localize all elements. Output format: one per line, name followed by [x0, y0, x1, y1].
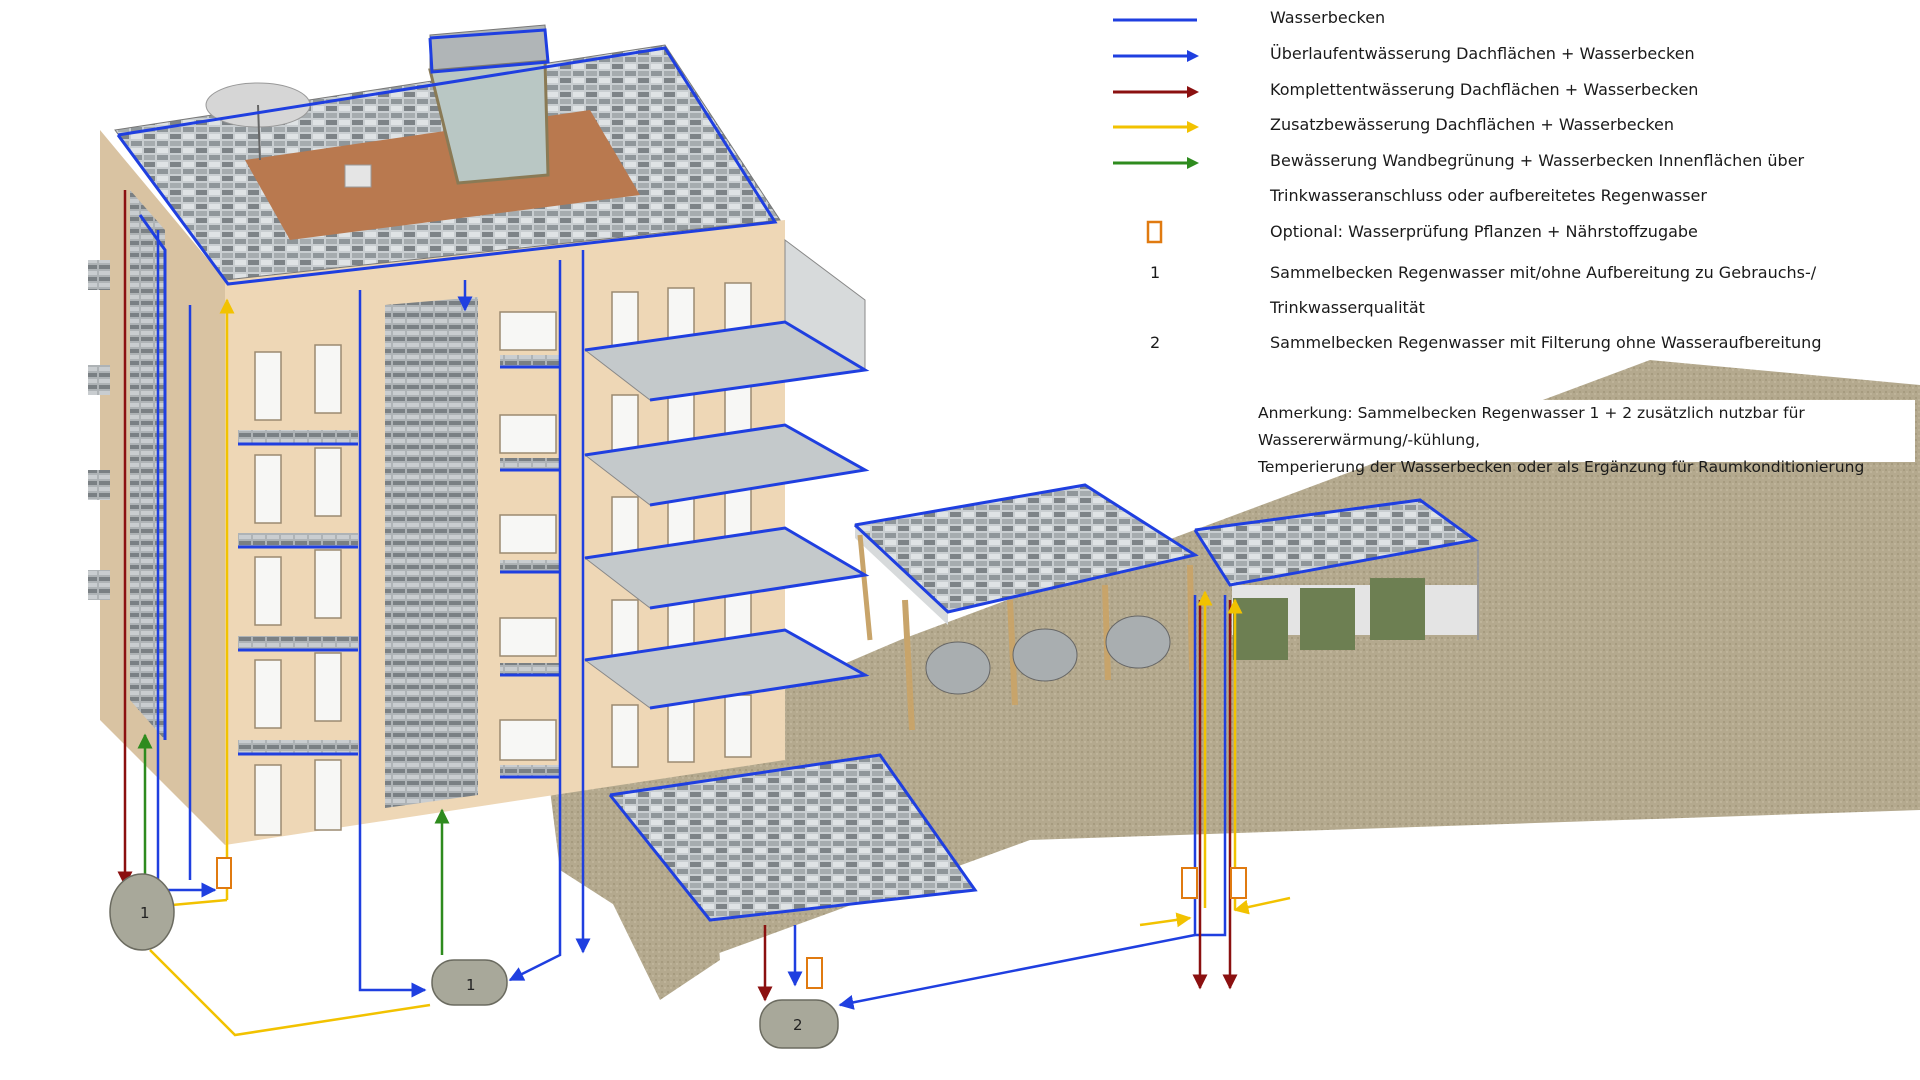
blue-line-icon — [1113, 18, 1197, 22]
supply-pipes — [149, 298, 1291, 1037]
legend-label: Komplettentwässerung Dachflächen + Wasse… — [1270, 80, 1699, 99]
note-line-1: Anmerkung: Sammelbecken Regenwasser 1 + … — [1258, 404, 1805, 449]
legend-label: Sammelbecken Regenwasser mit Filterung o… — [1270, 333, 1822, 352]
left-wall-planters — [130, 190, 165, 740]
note-box: Anmerkung: Sammelbecken Regenwasser 1 + … — [1240, 400, 1915, 476]
tank-1-center: 1 — [431, 959, 508, 1006]
legend-row-optional: Optional: Wasserprüfung Pflanzen + Nährs… — [1146, 220, 1698, 244]
legend-row-green: Bewässerung Wandbegrünung + Wasserbecken… — [1113, 151, 1805, 170]
green-arrow-icon — [1113, 157, 1199, 169]
legend-row-tank-1: 1 Sammelbecken Regenwasser mit/ohne Aufb… — [1150, 263, 1817, 282]
legend-label: Überlaufentwässerung Dachflächen + Wasse… — [1270, 44, 1695, 63]
tank-2-label: 2 — [793, 1016, 803, 1034]
legend-row-overflow: Überlaufentwässerung Dachflächen + Wasse… — [1113, 44, 1695, 63]
windows-middle — [499, 311, 557, 761]
complete-drain-pipes — [117, 190, 1238, 1002]
optional-check-boxes — [216, 857, 1247, 989]
green-irrigation-pipes — [137, 733, 450, 955]
legend-label: Trinkwasserqualität — [1270, 298, 1425, 317]
tank-1-left: 1 — [109, 873, 175, 951]
legend-row-green-cont: Trinkwasseranschluss oder aufbereitetes … — [1270, 186, 1707, 205]
legend-label: Wasserbecken — [1270, 8, 1386, 27]
red-arrow-icon — [1113, 86, 1199, 98]
legend-row-basin: Wasserbecken — [1113, 8, 1386, 27]
legend-label: Zusatzbewässerung Dachflächen + Wasserbe… — [1270, 115, 1675, 134]
legend-label: Bewässerung Wandbegrünung + Wasserbecken… — [1270, 151, 1805, 170]
legend-label: Optional: Wasserprüfung Pflanzen + Nährs… — [1270, 222, 1698, 241]
legend-row-complete-drain: Komplettentwässerung Dachflächen + Wasse… — [1113, 80, 1699, 99]
tank-1-center-label: 1 — [466, 976, 476, 994]
windows-right — [611, 282, 752, 768]
tank-1-left-label: 1 — [140, 904, 150, 922]
orange-box-icon — [1146, 220, 1163, 244]
tank-2: 2 — [759, 999, 839, 1049]
carport-1 — [853, 484, 1197, 731]
windows-left — [254, 344, 342, 836]
legend-label: Trinkwasseranschluss oder aufbereitetes … — [1270, 186, 1707, 205]
yellow-arrow-icon — [1113, 121, 1199, 133]
blue-arrow-icon — [1113, 50, 1199, 62]
legend-row-tank-2: 2 Sammelbecken Regenwasser mit Filterung… — [1150, 333, 1822, 352]
legend-number: 2 — [1150, 333, 1161, 352]
center-wall-planters — [385, 297, 478, 808]
legend-label: Sammelbecken Regenwasser mit/ohne Aufber… — [1270, 263, 1817, 282]
basin-outlines — [116, 28, 1479, 922]
legend-row-supply: Zusatzbewässerung Dachflächen + Wasserbe… — [1113, 115, 1675, 134]
front-planter-sills — [238, 355, 560, 777]
legend-row-tank-1-cont: Trinkwasserqualität — [1270, 298, 1425, 317]
note-line-2: Temperierung der Wasserbecken oder als E… — [1258, 458, 1865, 476]
legend-number: 1 — [1150, 263, 1161, 282]
